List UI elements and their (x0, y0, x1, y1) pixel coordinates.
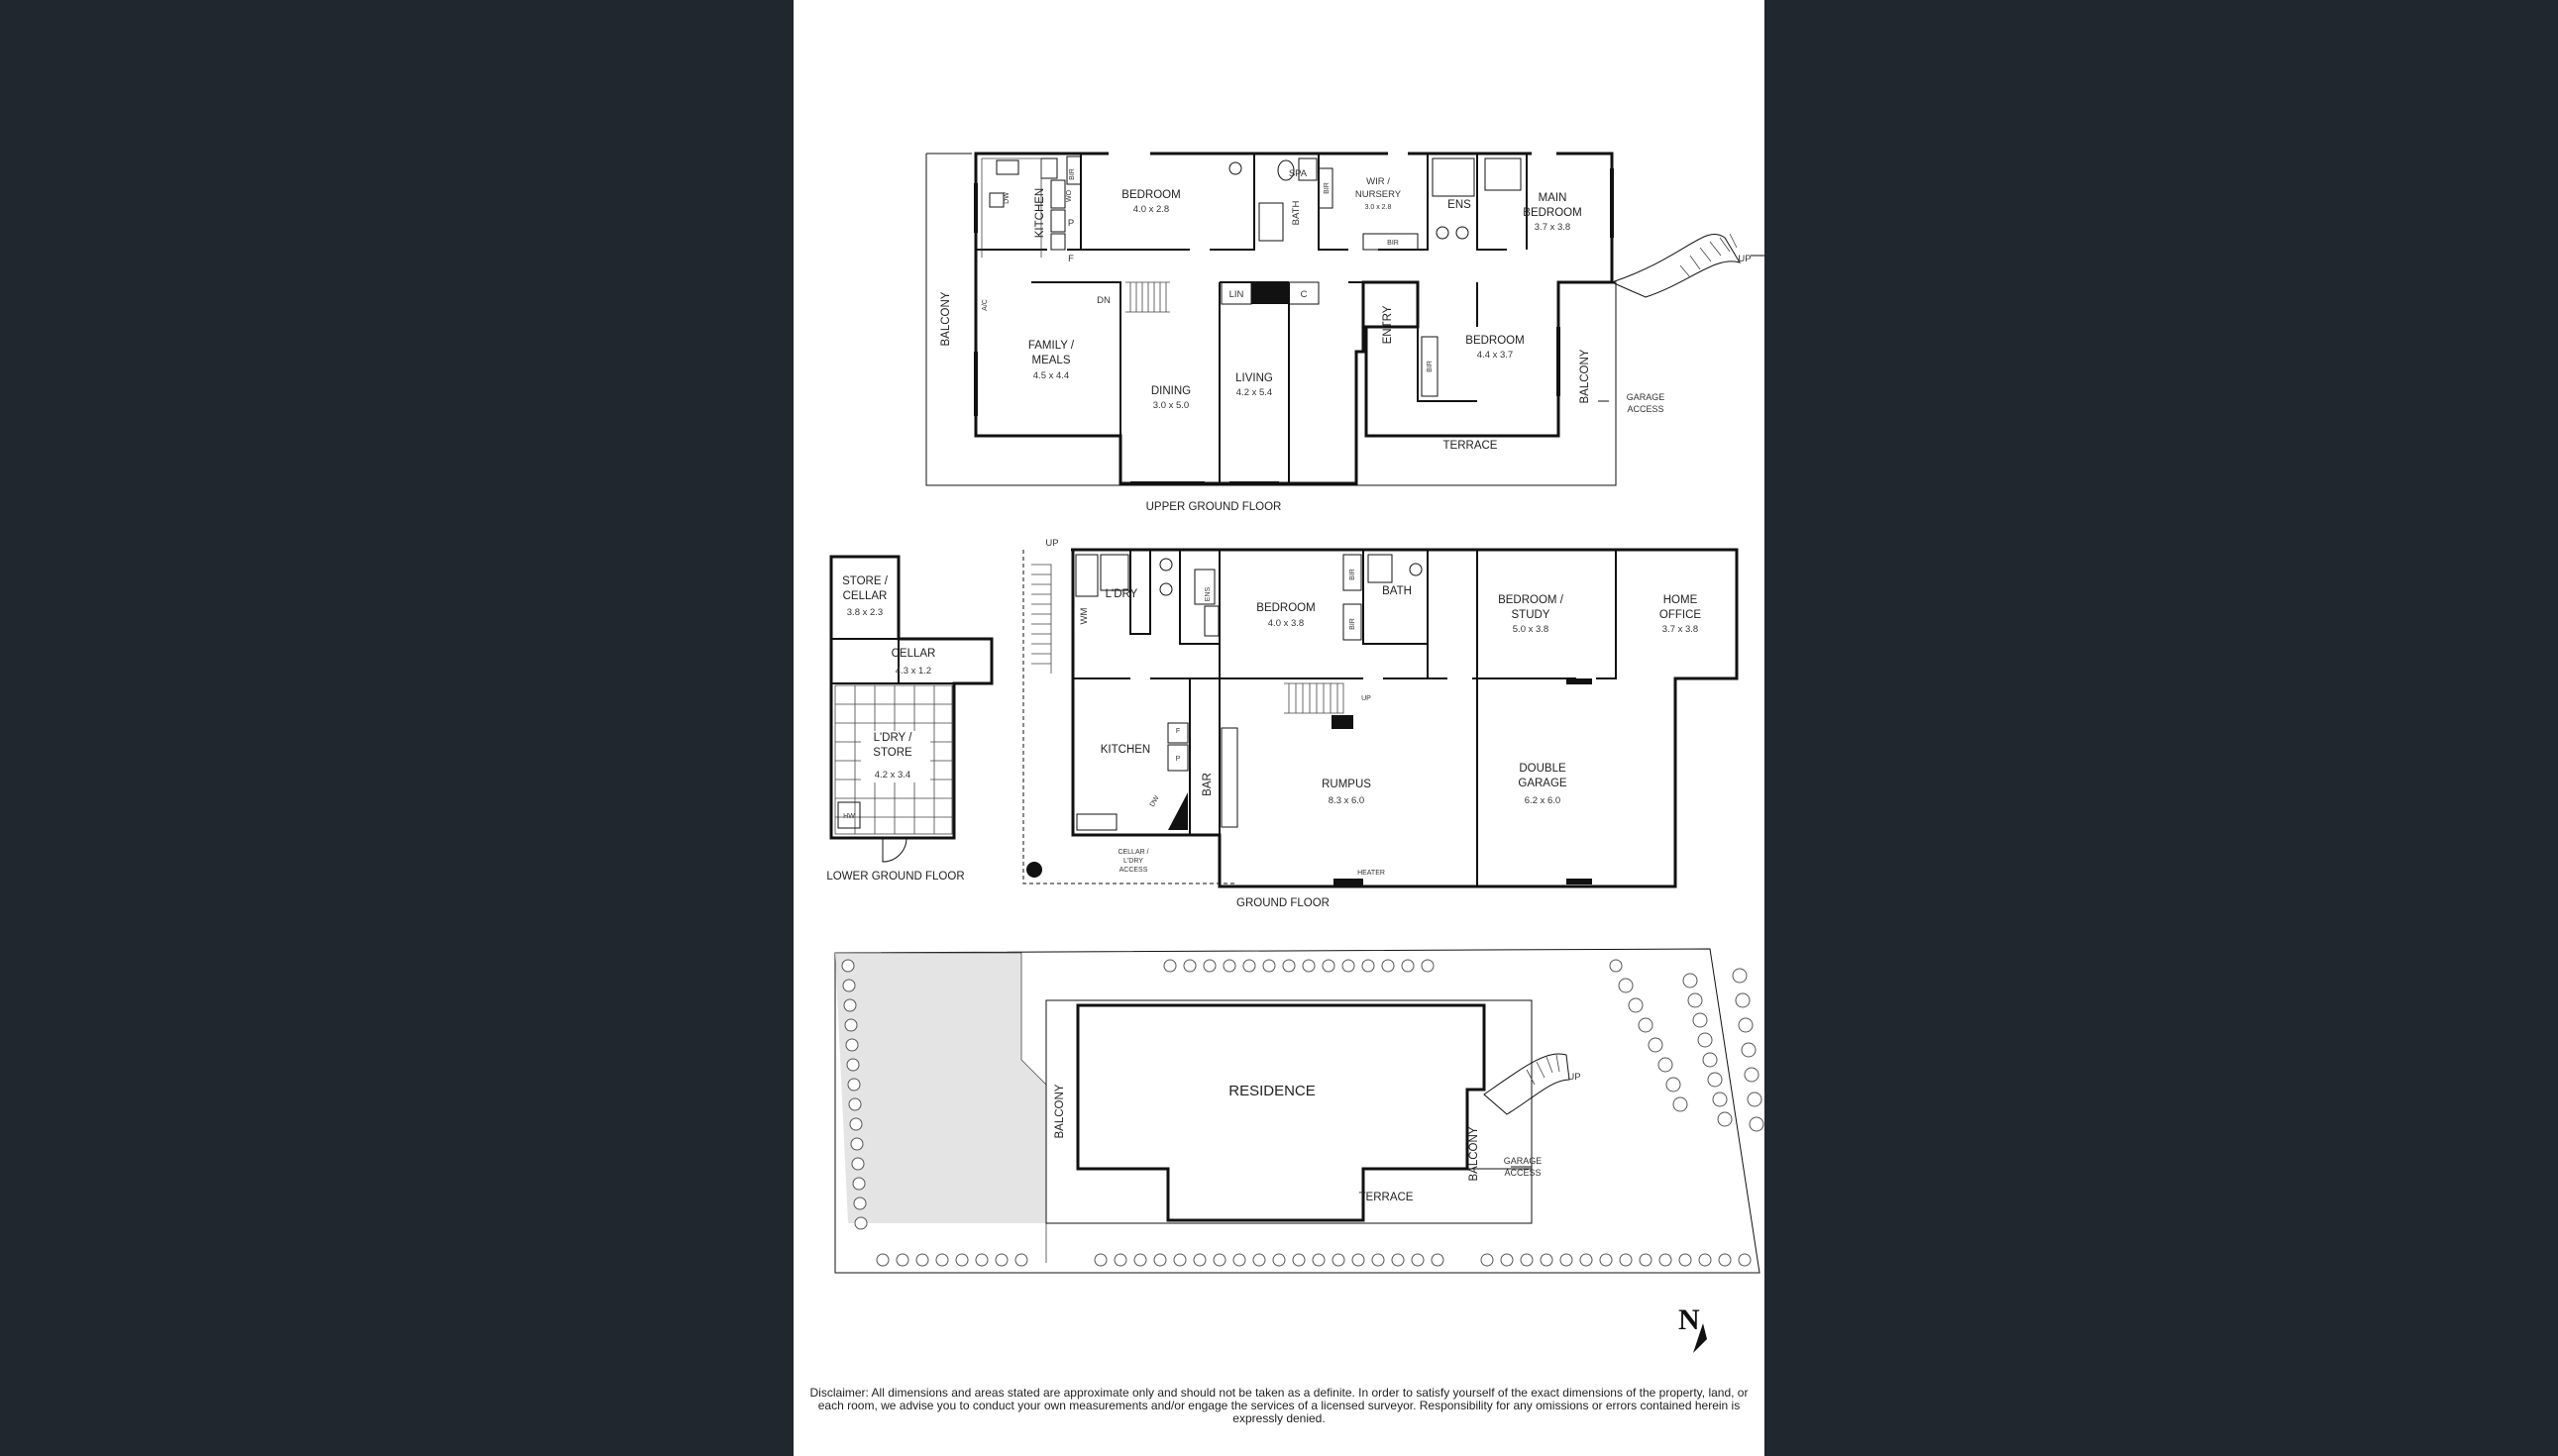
bir-label-2: BIR (1324, 182, 1331, 194)
bedroom-2-dimensions: 4.4 x 3.7 (1477, 350, 1513, 361)
living-dimensions: 4.2 x 5.4 (1236, 387, 1272, 398)
dining-label: DINING (1151, 385, 1191, 397)
site-balcony-west-label: BALCONY (1054, 1084, 1066, 1138)
washing-machine-label: WM (1079, 607, 1090, 624)
up-label: UP (1045, 538, 1058, 549)
laundry-store-label: L'DRY / (874, 732, 913, 744)
double-garage-label-2: GARAGE (1518, 778, 1567, 789)
kitchen-label: KITCHEN (1101, 744, 1150, 756)
ensuite-label: ENS (1205, 586, 1212, 601)
main-label: MAIN (1539, 192, 1567, 204)
garage-access-label-2: ACCESS (1627, 404, 1663, 414)
disclaimer-text: Disclaimer: All dimensions and areas sta… (809, 1386, 1749, 1425)
laundry-store-label-2: STORE (873, 747, 912, 759)
pantry-label: P (1068, 218, 1074, 229)
cellar-label: CELLAR (843, 590, 888, 602)
site-garage-access-label: GARAGE (1504, 1156, 1543, 1166)
study-label: BEDROOM / (1498, 594, 1564, 606)
double-garage-dimensions: 6.2 x 6.0 (1525, 795, 1560, 806)
linen-label: LIN (1229, 289, 1244, 300)
site-balcony-east-label: BALCONY (1468, 1126, 1480, 1181)
nursery-dimensions: 3.0 x 2.8 (1365, 204, 1392, 211)
laundry-label: L'DRY (1106, 588, 1138, 600)
ensuite-label: ENS (1447, 199, 1471, 211)
spa-label: SPA (1289, 168, 1308, 179)
north-arrow: N (1678, 1303, 1707, 1353)
dining-dimensions: 3.0 x 5.0 (1153, 400, 1189, 411)
pantry-label: P (1176, 756, 1181, 763)
family-dimensions: 4.5 x 4.4 (1033, 370, 1069, 381)
bedroom-label: BEDROOM (1121, 189, 1180, 201)
lower-ground-floor-title: LOWER GROUND FLOOR (826, 871, 964, 883)
main-bedroom-label: BEDROOM (1523, 207, 1581, 219)
bir-label: BIR (1349, 569, 1356, 580)
rumpus-label: RUMPUS (1322, 779, 1371, 790)
heater-label: HEATER (1357, 870, 1385, 877)
balcony-east-label: BALCONY (1579, 349, 1591, 403)
meals-label: MEALS (1032, 355, 1071, 366)
living-label: LIVING (1235, 372, 1273, 384)
cupboard-label: C (1301, 289, 1308, 300)
up-label-2: UP (1361, 695, 1371, 702)
bedroom-dimensions: 4.0 x 2.8 (1133, 204, 1169, 215)
dishwasher-label: DW (1004, 192, 1011, 204)
study-label-2: STUDY (1512, 609, 1550, 621)
bir-label-4: BIR (1427, 361, 1434, 372)
kitchen-label: KITCHEN (1034, 188, 1046, 238)
residence-label: RESIDENCE (1228, 1083, 1316, 1099)
upper-ground-floor-plan: KITCHEN BEDROOM 4.0 x 2.8 BATH SPA WIR /… (925, 151, 1764, 513)
terrace-label: TERRACE (1443, 440, 1498, 452)
down-label: DN (1097, 295, 1111, 306)
bar-label: BAR (1202, 773, 1214, 796)
up-label: UP (1738, 254, 1751, 264)
laundry-store-dimensions: 4.2 x 3.4 (875, 770, 910, 780)
cellar-access-label: CELLAR / (1118, 849, 1148, 856)
rumpus-dimensions: 8.3 x 6.0 (1329, 795, 1364, 806)
site-plan: RESIDENCE BALCONY BALCONY TERRACE UP GAR… (834, 948, 1764, 1274)
store-cellar-dimensions: 3.8 x 2.3 (847, 607, 883, 618)
family-label: FAMILY / (1028, 340, 1075, 352)
cellar-access-label-3: ACCESS (1119, 867, 1148, 874)
floor-plan-sheet: KITCHEN BEDROOM 4.0 x 2.8 BATH SPA WIR /… (794, 0, 1764, 1456)
bir-label-2: BIR (1349, 618, 1356, 630)
north-label: N (1678, 1303, 1700, 1336)
bedroom-dimensions: 4.0 x 3.8 (1268, 618, 1304, 629)
study-dimensions: 5.0 x 3.8 (1513, 624, 1548, 635)
nursery-label: NURSERY (1355, 189, 1402, 200)
fridge-label: F (1068, 254, 1074, 264)
balcony-west-label: BALCONY (940, 291, 952, 346)
bedroom-label: BEDROOM (1256, 602, 1315, 614)
site-garage-access-label-2: ACCESS (1504, 1168, 1541, 1178)
upper-ground-floor-title: UPPER GROUND FLOOR (1146, 501, 1282, 513)
aircon-label: A/C (982, 299, 989, 311)
site-terrace-label: TERRACE (1359, 1192, 1414, 1203)
home-office-label-2: OFFICE (1659, 609, 1701, 621)
lower-ground-floor-plan: STORE / CELLAR 3.8 x 2.3 CELLAR 4.3 x 1.… (826, 555, 994, 883)
bath-label: BATH (1382, 585, 1412, 597)
ground-floor-plan: UP L'DRY WM ENS BEDROOM 4.0 x 3.8 BATH B… (1022, 538, 1739, 909)
floor-plan-drawing: KITCHEN BEDROOM 4.0 x 2.8 BATH SPA WIR /… (826, 151, 1764, 1353)
store-label: STORE / (842, 575, 889, 587)
entry-label: ENTRY (1382, 305, 1394, 344)
home-office-dimensions: 3.7 x 3.8 (1662, 624, 1698, 635)
garage-access-label: GARAGE (1627, 392, 1665, 402)
double-garage-label: DOUBLE (1519, 763, 1566, 775)
site-up-label: UP (1567, 1072, 1580, 1083)
bir-label: BIR (1069, 168, 1076, 180)
bath-label: BATH (1291, 201, 1302, 226)
home-office-label: HOME (1663, 594, 1698, 606)
fridge-label: F (1176, 728, 1180, 735)
cellar-2-dimensions: 4.3 x 1.2 (896, 666, 931, 676)
hot-water-label: HW (843, 813, 855, 820)
cellar-2-label: CELLAR (892, 648, 936, 660)
main-bedroom-dimensions: 3.7 x 3.8 (1535, 222, 1570, 233)
dishwasher-label: DW (1149, 794, 1161, 808)
cellar-access-label-2: L'DRY (1123, 858, 1143, 865)
bedroom-2-label: BEDROOM (1465, 335, 1524, 347)
ground-floor-title: GROUND FLOOR (1236, 897, 1330, 909)
bir-label-3: BIR (1387, 240, 1399, 247)
wo-label: WO (1066, 189, 1073, 202)
wir-label: WIR / (1366, 176, 1390, 187)
